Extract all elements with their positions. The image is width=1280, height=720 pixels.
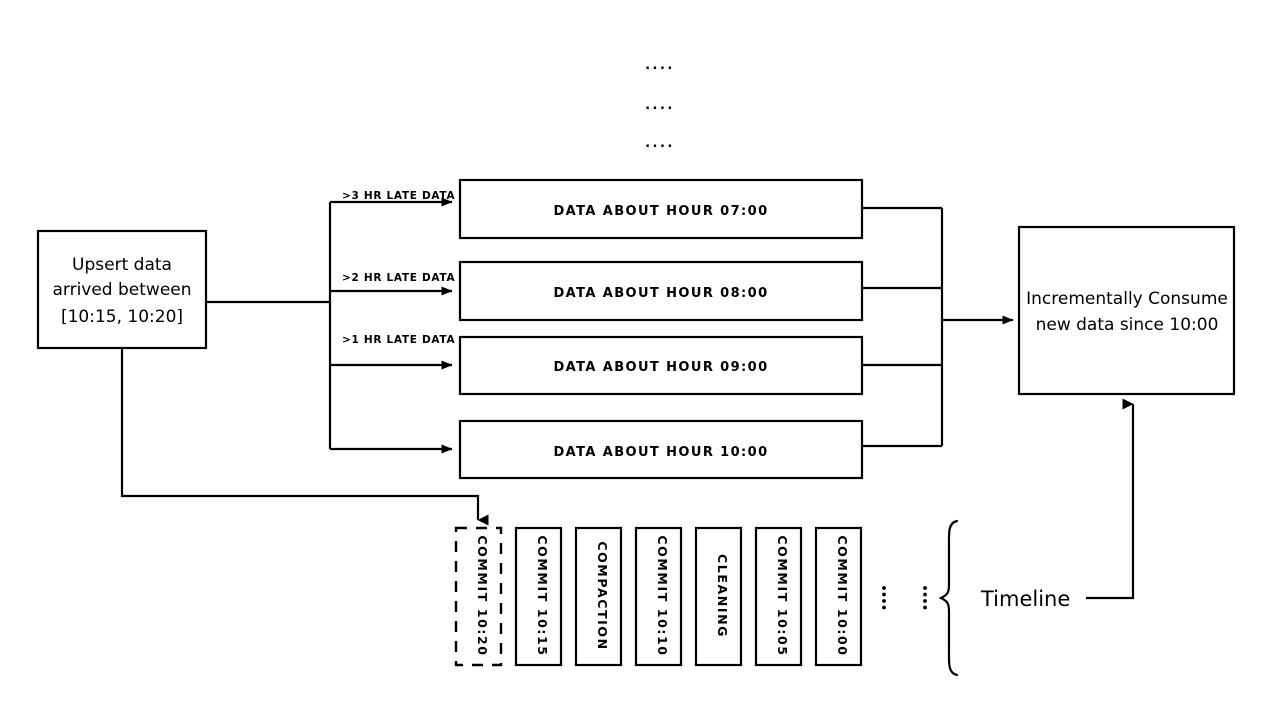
timeline-commit-6-label: COMMIT 10:00 — [835, 535, 850, 656]
ellipsis-row-1: .... — [645, 58, 675, 73]
timeline-label: Timeline — [980, 587, 1070, 611]
incrementally-consume-box[interactable]: Incrementally Consume new data since 10:… — [1017, 225, 1236, 396]
upsert-line-1: Upsert data — [72, 255, 172, 275]
timeline-commit-5-label: COMMIT 10:05 — [775, 535, 790, 656]
timeline-brace — [938, 519, 959, 677]
timeline-commit-2[interactable]: COMPACTION — [574, 526, 623, 667]
timeline-commit-1[interactable]: COMMIT 10:15 — [514, 526, 563, 667]
edge-label-2hr-late: >2 HR LATE DATA — [342, 272, 455, 284]
timeline-ellipsis-2 — [923, 586, 927, 610]
fanout-connector — [206, 197, 453, 454]
ellipsis-row-3: .... — [645, 136, 675, 151]
timeline-commit-1-label: COMMIT 10:15 — [535, 535, 550, 656]
edge-labels: >3 HR LATE DATA >2 HR LATE DATA >1 HR LA… — [342, 190, 455, 346]
timeline-commit-3[interactable]: COMMIT 10:10 — [634, 526, 683, 667]
upsert-line-3: [10:15, 10:20] — [61, 307, 183, 327]
hour-box-09-label: DATA ABOUT HOUR 09:00 — [553, 360, 768, 375]
timeline-commit-2-label: COMPACTION — [595, 541, 610, 650]
hour-box-10-label: DATA ABOUT HOUR 10:00 — [553, 445, 768, 460]
timeline-commit-0[interactable]: COMMIT 10:20 — [454, 526, 503, 667]
upsert-line-2: arrived between — [52, 280, 191, 300]
hour-box-10[interactable]: DATA ABOUT HOUR 10:00 — [458, 419, 864, 480]
upsert-data-box[interactable]: Upsert data arrived between [10:15, 10:2… — [36, 229, 208, 350]
arrow-to-new-commit — [120, 348, 489, 526]
hour-box-08-label: DATA ABOUT HOUR 08:00 — [553, 286, 768, 301]
ellipsis-row-2: .... — [645, 98, 675, 113]
timeline-commit-6[interactable]: COMMIT 10:00 — [814, 526, 863, 667]
vertical-ellipsis-top: .... .... .... — [645, 58, 675, 151]
consume-line-1: Incrementally Consume — [1026, 289, 1228, 309]
hour-box-07[interactable]: DATA ABOUT HOUR 07:00 — [458, 178, 864, 240]
timeline-commit-0-label: COMMIT 10:20 — [475, 535, 490, 656]
hour-box-08[interactable]: DATA ABOUT HOUR 08:00 — [458, 260, 864, 322]
hour-box-07-label: DATA ABOUT HOUR 07:00 — [553, 204, 768, 219]
fanin-connector — [862, 206, 1014, 448]
edge-label-3hr-late: >3 HR LATE DATA — [342, 190, 455, 202]
timeline-label-group: Timeline — [980, 587, 1070, 611]
consume-line-2: new data since 10:00 — [1036, 315, 1219, 335]
timeline-ellipsis-1 — [882, 586, 886, 610]
timeline-commit-4-label: CLEANING — [715, 554, 730, 638]
timeline-commit-3-label: COMMIT 10:10 — [655, 535, 670, 656]
edge-label-1hr-late: >1 HR LATE DATA — [342, 334, 455, 346]
timeline-commit-5[interactable]: COMMIT 10:05 — [754, 526, 803, 667]
hour-box-09[interactable]: DATA ABOUT HOUR 09:00 — [458, 335, 864, 396]
arrow-timeline-to-consume — [1086, 398, 1135, 600]
upsert-to-commit-connector — [120, 348, 489, 526]
timeline-to-consume-connector — [1086, 398, 1135, 600]
timeline-commit-4[interactable]: CLEANING — [694, 526, 743, 667]
